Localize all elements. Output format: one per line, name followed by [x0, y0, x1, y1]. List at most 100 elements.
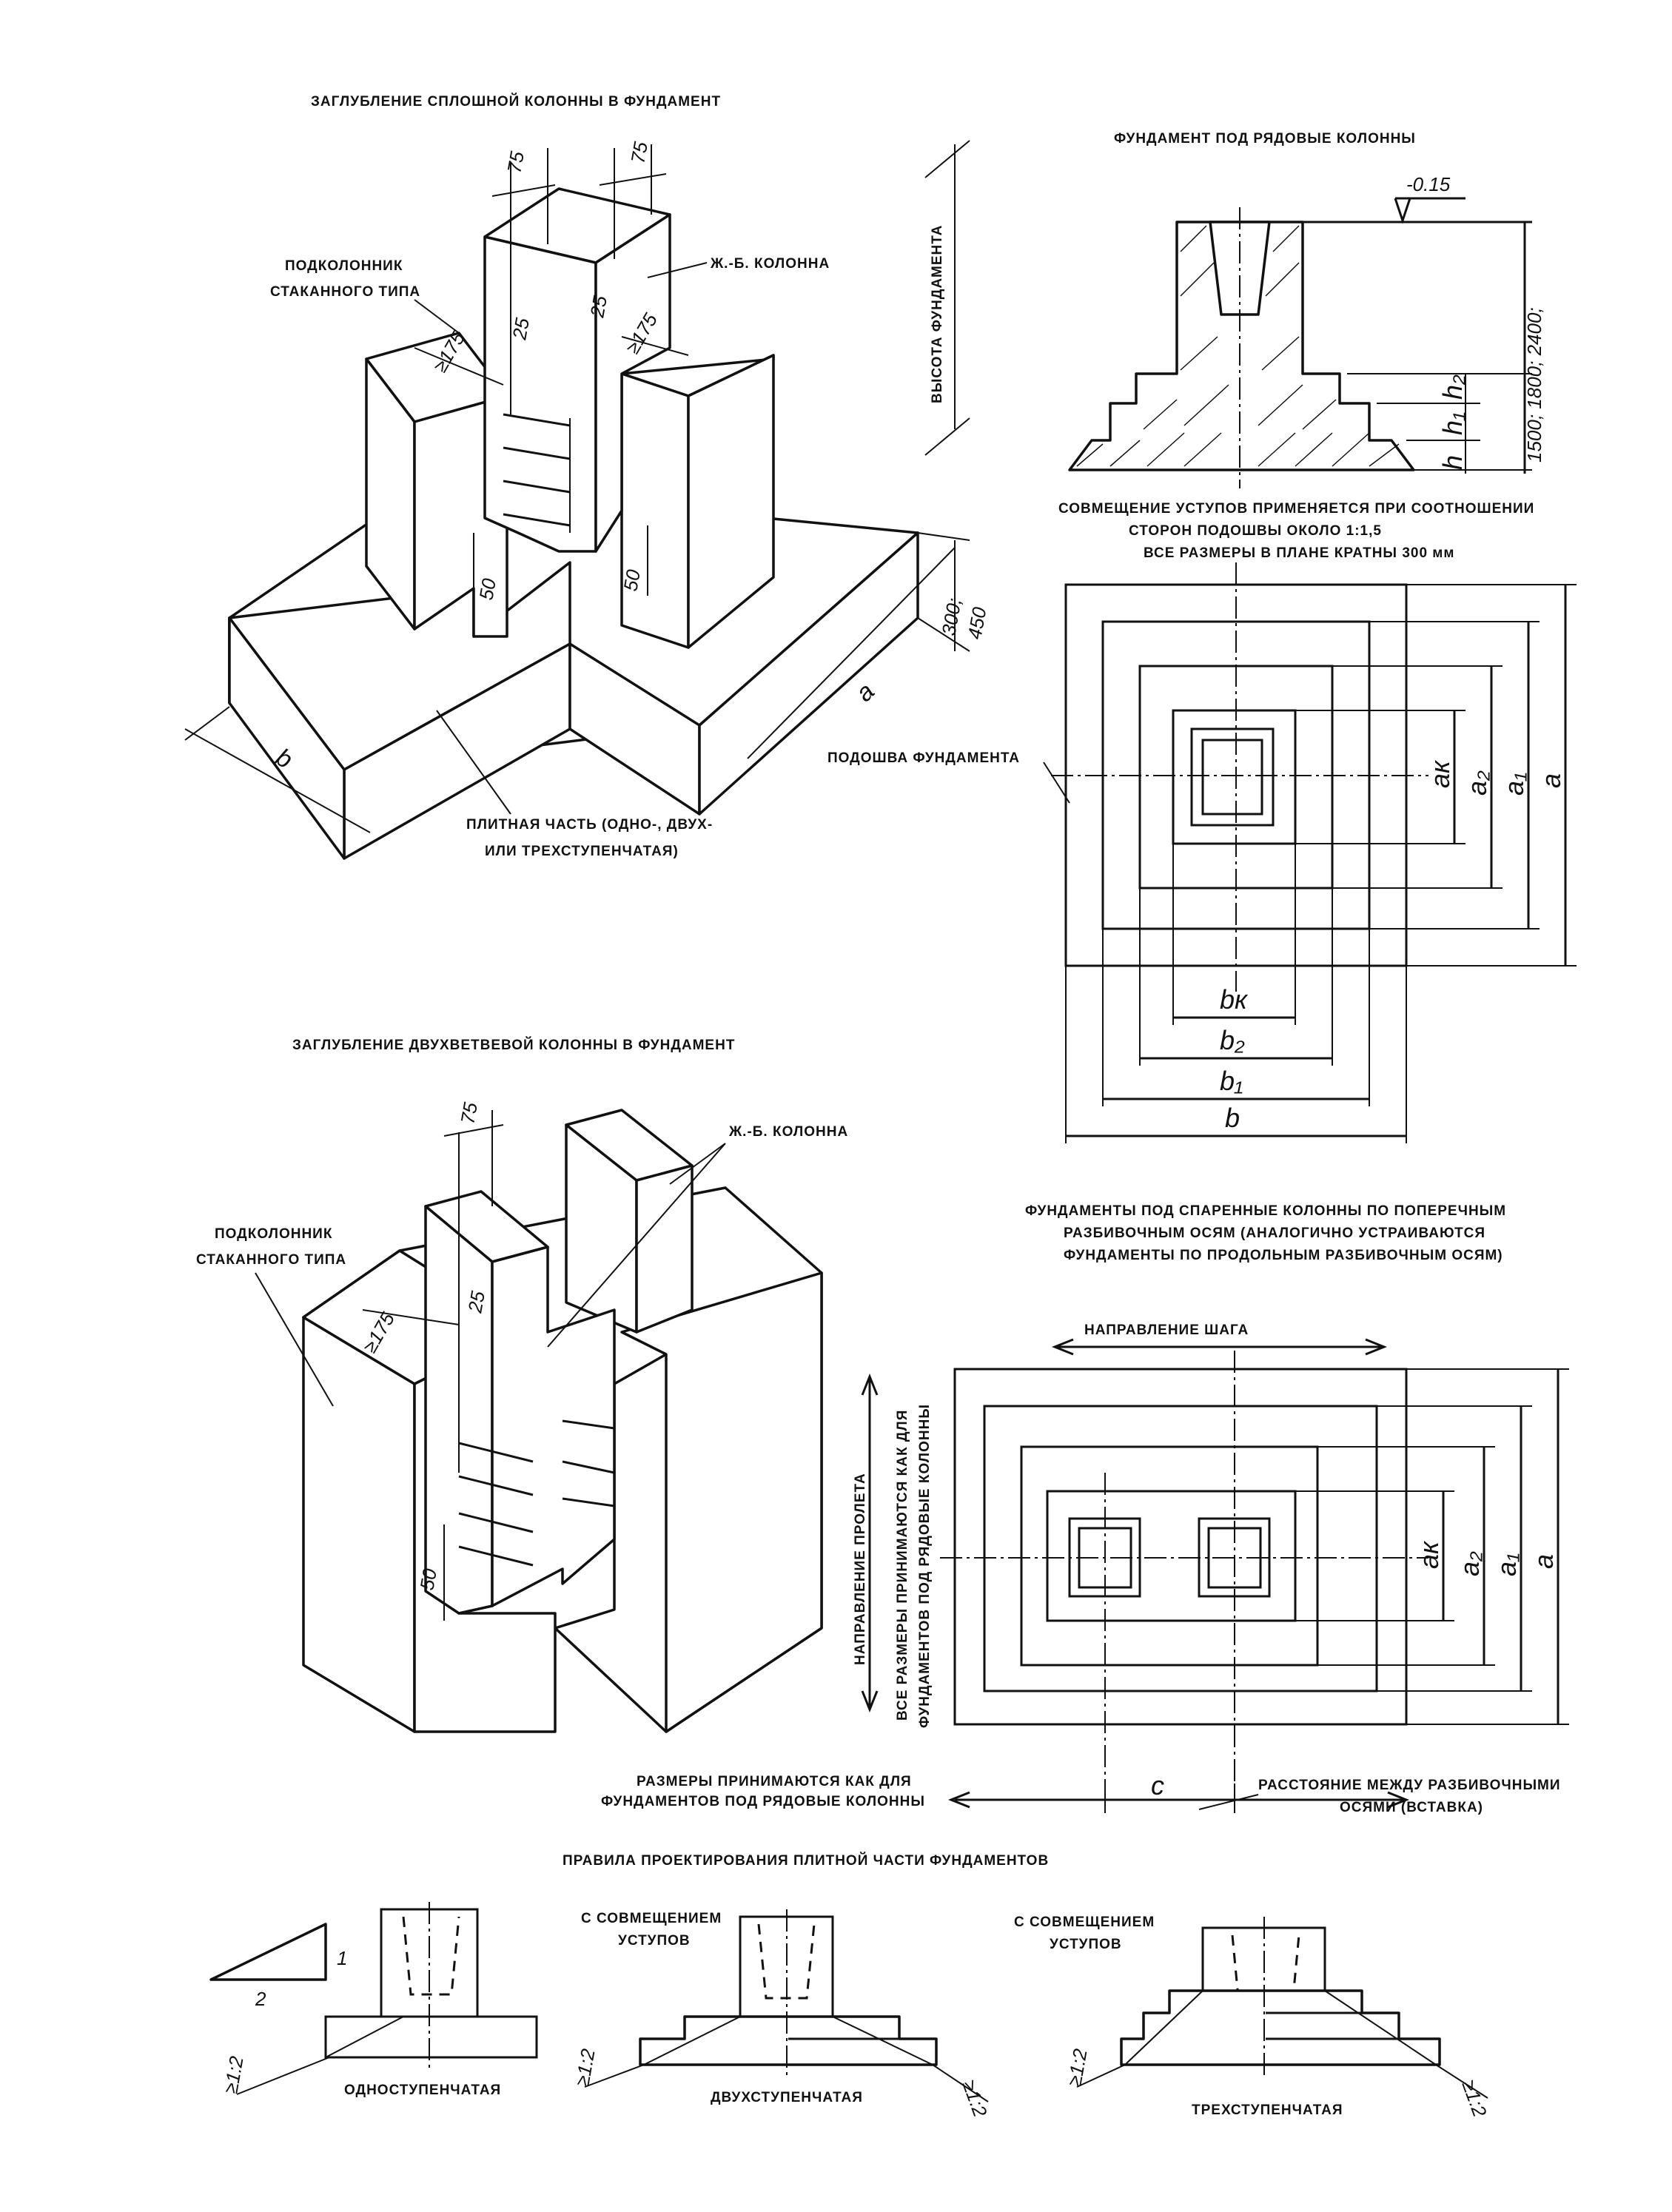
- dim-75-2: 75: [456, 1100, 482, 1126]
- label-with-steps-2: УСТУПОВ: [618, 1933, 691, 1949]
- slope-three-step-right: ≥1:2: [1457, 2077, 1491, 2120]
- note-2: СТОРОН ПОДОШВЫ ОКОЛО 1:1,5: [1129, 523, 1382, 539]
- slope-tri-2: 2: [255, 1988, 266, 2010]
- label-dims-as-1: РАЗМЕРЫ ПРИНИМАЮТСЯ КАК ДЛЯ: [637, 1774, 912, 1789]
- solid-column-isometric: ЗАГЛУБЛЕНИЕ СПЛОШНОЙ КОЛОННЫ В ФУНДАМЕНТ: [184, 93, 991, 860]
- label-subcolumn-1: ПОДКОЛОННИК: [285, 258, 403, 274]
- title-paired-2: РАЗБИВОЧНЫМ ОСЯМ (АНАЛОГИЧНО УСТРАИВАЮТС…: [1064, 1226, 1485, 1241]
- sym-a1: a₁: [1499, 773, 1529, 796]
- label-all-dims-1: ВСЕ РАЗМЕРЫ ПРИНИМАЮТСЯ КАК ДЛЯ: [895, 1410, 910, 1721]
- title-paired-1: ФУНДАМЕНТЫ ПОД СПАРЕННЫЕ КОЛОННЫ ПО ПОПЕ…: [1025, 1203, 1506, 1219]
- title-rules: ПРАВИЛА ПРОЕКТИРОВАНИЯ ПЛИТНОЙ ЧАСТИ ФУН…: [563, 1852, 1049, 1869]
- slope-triangle: [209, 1923, 327, 1981]
- two-step-slab: [639, 2015, 938, 2066]
- box-right-face: [620, 1271, 823, 1733]
- paired-columns-plan: ФУНДАМЕНТЫ ПОД СПАРЕННЫЕ КОЛОННЫ ПО ПОПЕ…: [601, 1203, 1569, 1815]
- label-three-step: ТРЕХСТУПЕНЧАТАЯ: [1192, 2102, 1343, 2118]
- ordinary-columns-section: ФУНДАМЕНТ ПОД РЯДОВЫЕ КОЛОННЫ: [1058, 131, 1545, 561]
- two-step-section: С СОВМЕЩЕНИЕМ УСТУПОВ ≥1:2 ≥1:2 ДВУХСТУП…: [571, 1909, 992, 2120]
- sym-c: c: [1151, 1770, 1164, 1801]
- title-two-branch: ЗАГЛУБЛЕНИЕ ДВУХВЕТВЕВОЙ КОЛОННЫ В ФУНДА…: [292, 1037, 735, 1053]
- label-with-steps-1b: С СОВМЕЩЕНИЕМ: [1014, 1915, 1155, 1930]
- sym-b: b: [1225, 1103, 1240, 1133]
- label-slab-part-1: ПЛИТНАЯ ЧАСТЬ (ОДНО-, ДВУХ-: [466, 817, 713, 833]
- dim-450: 450: [963, 605, 990, 641]
- slab-rules: ПРАВИЛА ПРОЕКТИРОВАНИЯ ПЛИТНОЙ ЧАСТИ ФУН…: [209, 1852, 1491, 2120]
- label-foundation-height: ВЫСОТА ФУНДАМЕНТА: [930, 225, 945, 403]
- label-dims-as-2: ФУНДАМЕНТОВ ПОД РЯДОВЫЕ КОЛОННЫ: [601, 1794, 925, 1809]
- three-step-slab: [1120, 1989, 1441, 2066]
- title-ordinary-columns: ФУНДАМЕНТ ПОД РЯДОВЫЕ КОЛОННЫ: [1114, 131, 1416, 147]
- slope-two-step-left: ≥1:2: [571, 2047, 599, 2088]
- dim-300: 300;: [937, 596, 965, 637]
- two-branch-column-isometric: ЗАГЛУБЛЕНИЕ ДВУХВЕТВЕВОЙ КОЛОННЫ В ФУНДА…: [196, 1037, 848, 1733]
- label-subcolumn-1b: ПОДКОЛОННИК: [215, 1226, 332, 1242]
- plan-glass-inner: [1201, 739, 1263, 816]
- one-step-section: ≥1:2 ОДНОСТУПЕНЧАТАЯ: [219, 1902, 538, 2098]
- sym-h1: h₁: [1437, 412, 1468, 435]
- label-axes-distance-2: ОСЯМИ (ВСТАВКА): [1340, 1800, 1483, 1815]
- label-rc-column-b: Ж.-Б. КОЛОННА: [728, 1124, 848, 1140]
- label-step-direction: НАПРАВЛЕНИЕ ШАГА: [1084, 1322, 1249, 1338]
- title-solid-column: ЗАГЛУБЛЕНИЕ СПЛОШНОЙ КОЛОННЫ В ФУНДАМЕНТ: [311, 93, 721, 110]
- sym-a-iso: a: [850, 677, 880, 707]
- paired-step-2: [1020, 1445, 1319, 1667]
- paired-subcolumn: [1046, 1490, 1297, 1622]
- label-with-steps-1: С СОВМЕЩЕНИЕМ: [581, 1911, 722, 1926]
- paired-step-1: [983, 1405, 1378, 1692]
- plan-glass-outer: [1190, 727, 1275, 827]
- two-step-subcolumn: [739, 1915, 834, 2018]
- label-rc-column: Ж.-Б. КОЛОННА: [710, 256, 830, 272]
- three-step-glass: [1231, 1934, 1300, 2014]
- three-step-section: С СОВМЕЩЕНИЕМ УСТУПОВ ≥1:2 ≥1:2 ТРЕХСТУП…: [1014, 1915, 1491, 2120]
- sym-h2: h₂: [1437, 374, 1468, 400]
- column-front: [483, 235, 597, 553]
- dim-75-left: 75: [503, 149, 528, 175]
- sym-a2: a₂: [1462, 770, 1492, 796]
- slope-one-step: ≥1:2: [219, 2054, 247, 2095]
- label-subcolumn-2: СТАКАННОГО ТИПА: [270, 284, 420, 300]
- right-wall-front: [687, 354, 775, 649]
- dim-heights: 1500; 1800; 2400;: [1523, 307, 1545, 463]
- sym-b2: b₂: [1220, 1025, 1245, 1055]
- label-one-step: ОДНОСТУПЕНЧАТАЯ: [344, 2082, 501, 2098]
- label-with-steps-2b: УСТУПОВ: [1050, 1937, 1122, 1952]
- slab-left-wall: [228, 616, 346, 860]
- label-foundation-sole: ПОДОШВА ФУНДАМЕНТА: [827, 750, 1020, 766]
- paired-step-outer: [953, 1368, 1408, 1726]
- slope-tri-1: 1: [337, 1947, 347, 1969]
- sym-b1: b₁: [1220, 1066, 1243, 1096]
- one-step-glass: [402, 1916, 460, 1996]
- dim-25-left: 25: [508, 316, 534, 342]
- label-all-dims-2: ФУНДАМЕНТОВ ПОД РЯДОВЫЕ КОЛОННЫ: [917, 1404, 933, 1728]
- sym-a2-2: a₂: [1454, 1551, 1485, 1576]
- note-1: СОВМЕЩЕНИЕ УСТУПОВ ПРИМЕНЯЕТСЯ ПРИ СООТН…: [1058, 501, 1534, 517]
- one-step-slab: [324, 2015, 538, 2059]
- label-subcolumn-2b: СТАКАННОГО ТИПА: [196, 1252, 346, 1268]
- label-span-direction: НАПРАВЛЕНИЕ ПРОЛЕТА: [853, 1473, 868, 1665]
- label-slab-part-2: ИЛИ ТРЕХСТУПЕНЧАТАЯ): [485, 844, 679, 859]
- box-left-face: [302, 1316, 416, 1733]
- dim-50-left: 50: [474, 576, 500, 602]
- dim-elevation: -0.15: [1406, 173, 1451, 195]
- label-two-step: ДВУХСТУПЕНЧАТАЯ: [711, 2090, 863, 2105]
- sym-a-2: a: [1528, 1554, 1559, 1569]
- sym-ak-2: aк: [1414, 1540, 1444, 1569]
- branch-back-side: [635, 1164, 694, 1334]
- label-axes-distance-1: РАССТОЯНИЕ МЕЖДУ РАЗБИВОЧНЫМИ: [1258, 1778, 1561, 1793]
- dim-75-right: 75: [626, 140, 652, 165]
- sym-a: a: [1536, 773, 1566, 788]
- ordinary-columns-plan: aк a₂ a₁ a bк b₂ b₁ b ПОДОШВА ФУНДАМЕНТА: [827, 562, 1577, 1143]
- dim-50-right: 50: [619, 568, 645, 593]
- dim-25-2: 25: [463, 1289, 489, 1315]
- plan-subcolumn: [1172, 709, 1297, 845]
- sym-a1-2: a₁: [1491, 1553, 1522, 1576]
- branch-front-side: [491, 1245, 616, 1607]
- right-wall-side: [620, 372, 690, 649]
- sym-h: h: [1437, 455, 1468, 470]
- sym-ak: aк: [1425, 759, 1455, 788]
- slope-two-step-right: ≥1:2: [958, 2077, 992, 2120]
- dim-25-right: 25: [585, 294, 611, 320]
- dim-50-2: 50: [415, 1567, 441, 1592]
